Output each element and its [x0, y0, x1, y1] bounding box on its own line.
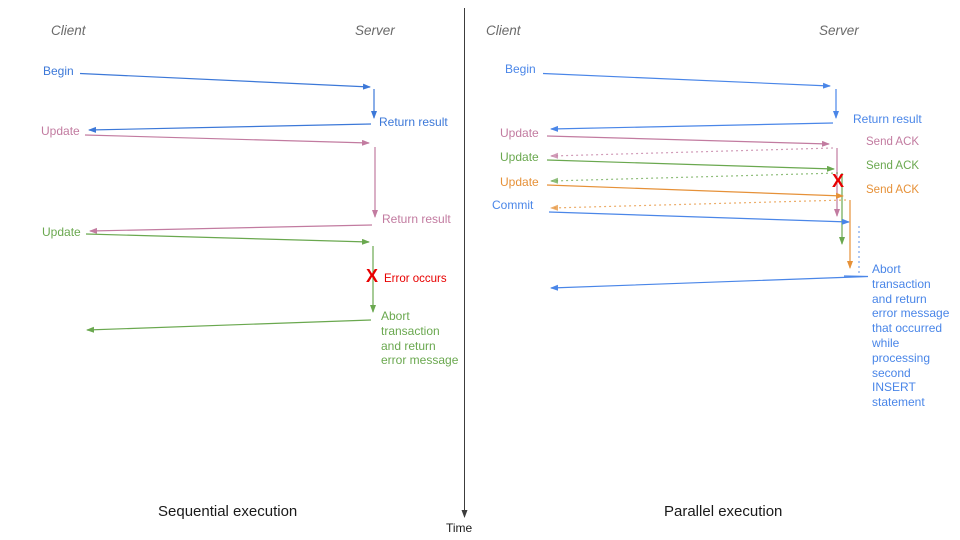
right-error-x-icon: X [832, 171, 845, 191]
right-update-2-arrow [546, 159, 835, 172]
left-return-result-1-label: Return result [379, 115, 448, 129]
left-return-result-2-label: Return result [382, 212, 451, 226]
right-server-header: Server [819, 23, 859, 38]
left-update-2-arrow [85, 233, 370, 245]
right-caption: Parallel execution [664, 503, 783, 520]
right-return-result-arrow [550, 122, 834, 132]
left-return-result-1-arrow [88, 123, 372, 133]
right-update-1-arrow [546, 135, 830, 147]
right-send-ack-3-label: Send ACK [866, 184, 920, 196]
right-send-ack-2-label: Send ACK [866, 160, 920, 172]
right-ack-2-dashed-arrow [550, 172, 839, 184]
right-begin-request-arrow [542, 72, 831, 89]
right-update-2-label: Update [500, 150, 539, 164]
left-caption: Sequential execution [158, 503, 298, 520]
left-update-1-arrow [84, 134, 370, 146]
left-client-header: Client [51, 23, 86, 38]
right-update-3-arrow [546, 184, 844, 199]
left-update-1-label: Update [41, 124, 80, 138]
right-abort-return-arrow [550, 275, 869, 291]
left-server-header: Server [355, 23, 395, 38]
right-ack-3-dashed-arrow [550, 199, 847, 211]
right-commit-label: Commit [492, 198, 534, 212]
left-abort-message: Abort transaction and return error messa… [381, 309, 459, 368]
right-send-ack-1-label: Send ACK [866, 136, 920, 148]
time-axis-label: Time [446, 521, 473, 535]
right-begin-label: Begin [505, 62, 536, 76]
right-abort-message: Abort transaction and return error messa… [872, 262, 950, 410]
left-begin-request-arrow [79, 72, 371, 90]
right-update-1-label: Update [500, 126, 539, 140]
left-error-occurs-label: Error occurs [384, 273, 447, 285]
right-client-header: Client [486, 23, 521, 38]
right-commit-arrow [548, 211, 850, 225]
left-error-x-icon: X [366, 266, 379, 286]
left-return-result-2-arrow [89, 224, 373, 234]
right-return-result-label: Return result [853, 112, 922, 126]
left-update-2-label: Update [42, 225, 81, 239]
right-update-3-label: Update [500, 175, 539, 189]
left-abort-return-arrow [86, 319, 372, 333]
right-ack-1-dashed-arrow [550, 147, 834, 159]
left-begin-label: Begin [43, 64, 74, 78]
